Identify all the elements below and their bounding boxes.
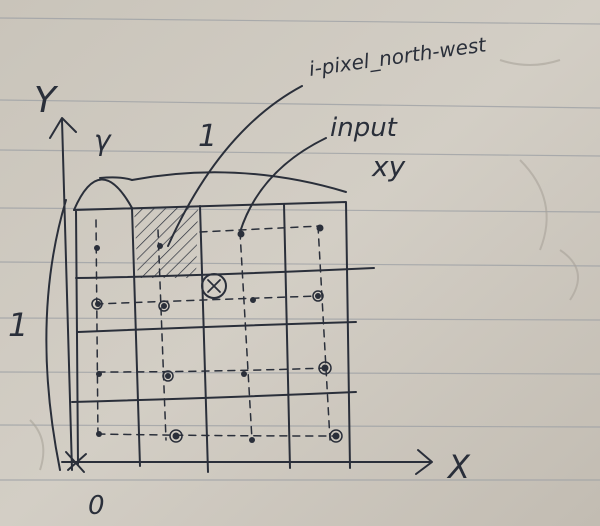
rule-line	[0, 17, 600, 25]
pixel-center	[332, 432, 340, 440]
pixel-center	[94, 245, 100, 251]
rule-line	[0, 424, 600, 428]
grid-vline-3	[283, 203, 291, 469]
input-point-marker	[201, 273, 227, 299]
rule-line	[0, 261, 600, 267]
pixel-center	[321, 364, 329, 372]
pixel-center	[95, 301, 101, 307]
x-axis-label: X	[446, 448, 471, 486]
ink-drawing	[45, 85, 433, 475]
pixel-center	[315, 293, 321, 299]
pixel-center	[96, 431, 102, 437]
left-dimension-arc	[45, 199, 67, 471]
input-label-line1: input	[330, 113, 398, 143]
pixel-center	[249, 437, 255, 443]
gamma-label: γ	[94, 124, 112, 157]
y-axis-label: Y	[34, 80, 59, 121]
pixel-center	[96, 371, 102, 377]
pixel-label-leader	[167, 85, 303, 247]
pixel-center	[172, 432, 180, 440]
pixel-center	[250, 297, 256, 303]
pixel-center-rings	[91, 290, 343, 443]
pixel-center	[316, 224, 324, 232]
top-extent-left	[99, 176, 133, 181]
origin-label: 0	[88, 491, 105, 521]
grid-vline-2	[199, 205, 209, 473]
input-label-line2: xy	[371, 150, 406, 183]
side-one-label: 1	[8, 306, 28, 344]
x-axis-arrowhead	[415, 449, 433, 475]
show-through-marks	[29, 59, 579, 471]
input-label-leader	[239, 137, 327, 233]
pixel-center	[157, 243, 163, 249]
pixel-center	[161, 303, 167, 309]
y-axis-arrowhead	[49, 117, 77, 139]
rule-line	[0, 317, 600, 321]
grid-vline-1	[131, 207, 141, 467]
top-one-label: 1	[198, 119, 217, 154]
hatched-pixel	[134, 206, 198, 278]
top-extent-arc	[131, 171, 347, 193]
grid-hline-2	[77, 321, 357, 333]
gamma-arc	[73, 178, 133, 211]
rule-line	[0, 99, 600, 109]
pixel-center	[241, 371, 247, 377]
pixel-center	[165, 373, 171, 379]
center-guides	[95, 219, 335, 441]
grid-hline-3	[71, 391, 357, 403]
pixel-centers	[94, 224, 340, 443]
y-axis-line	[61, 119, 73, 471]
